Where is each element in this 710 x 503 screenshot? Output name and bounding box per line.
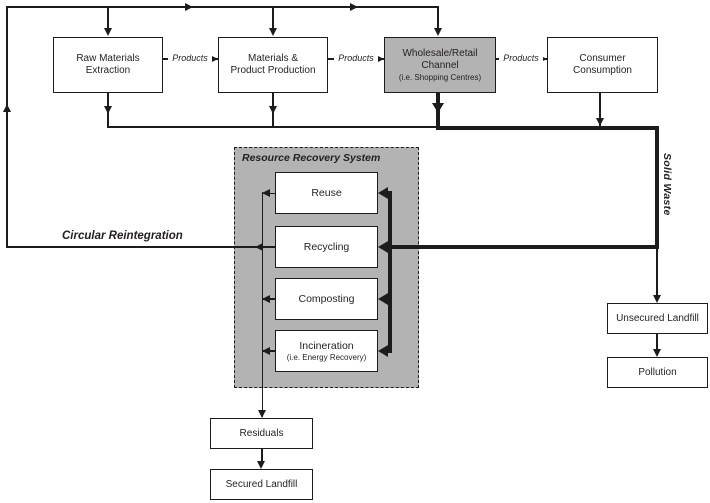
arrowhead-into-recycling [378,241,388,253]
node-raw-materials-extraction: Raw Materials Extraction [53,37,163,93]
arrowhead-into-pollution [653,349,661,357]
edge-top-to-wholesale [437,7,439,29]
circular-reintegration-label: Circular Reintegration [62,230,183,242]
node-label-line: Consumer [579,53,626,64]
node-label-subtitle: (i.e. Energy Recovery) [286,353,367,362]
node-recycling: Recycling [275,226,378,268]
arrowhead-composting-out [262,295,270,303]
edge-stub-reuse [386,191,392,195]
solid-waste-label: Solid Waste [661,153,673,216]
node-materials-product-production: Materials & Product Production [218,37,328,93]
arrowhead-products-3 [539,55,547,63]
arrowhead-products-1 [210,55,218,63]
edge-unsecured-to-pollution [656,334,658,351]
edge-to-unsecured-landfill [656,249,658,297]
node-reuse: Reuse [275,172,378,214]
products-label-3: Products [499,52,543,65]
node-secured-landfill: Secured Landfill [210,469,313,500]
edge-solid-waste-to-recovery [386,245,659,249]
edge-left-feedback [6,6,8,248]
edge-stub-composting [386,297,392,301]
edge-top-feedback [6,6,439,8]
edge-top-to-production [272,7,274,29]
arrowhead-into-residuals [258,410,266,418]
node-wholesale-retail-channel: Wholesale/Retail Channel (i.e. Shopping … [384,37,496,93]
edge-residuals-to-secured [261,449,263,463]
arrowhead-up-feedback [3,104,11,112]
arrowhead-incineration-out [262,347,270,355]
arrowhead-reuse-out [262,189,270,197]
node-label-line: Materials & [247,53,298,64]
edge-recovery-distributor [388,191,392,353]
arrowhead-into-composting [378,293,388,305]
node-label-line: Composting [298,293,355,305]
edge-solid-waste-horizontal [436,126,659,130]
node-label-line: Residuals [239,427,284,439]
resource-recovery-region-label: Resource Recovery System [242,152,381,164]
edge-waste-collect-horizontal [107,126,437,128]
node-label-line: Incineration [299,340,354,352]
arrowhead-products-2 [376,55,384,63]
node-label-line: Pollution [638,366,677,378]
edge-solid-waste-vertical [655,126,659,249]
node-label-line: Consumption [573,65,632,76]
arrowhead-right-top-1 [185,3,193,11]
arrowhead-into-reuse [378,187,388,199]
edge-consumer-waste [599,93,601,126]
node-pollution: Pollution [607,357,708,388]
node-label-subtitle: (i.e. Shopping Centres) [398,73,482,82]
node-label-line: Channel [421,60,459,71]
arrowhead-raw-materials-waste [104,106,112,114]
node-label-line: Recycling [303,241,350,253]
arrowhead-consumer-waste [596,118,604,126]
arrowhead-recycling-out [255,243,263,251]
node-incineration: Incineration (i.e. Energy Recovery) [275,330,378,372]
node-residuals: Residuals [210,418,313,449]
node-label-line: Wholesale/Retail [402,48,478,59]
products-label-2: Products [334,52,378,65]
arrowhead-into-unsecured-landfill [653,295,661,303]
arrowhead-wholesale-waste [432,103,444,113]
arrowhead-right-top-2 [350,3,358,11]
edge-residual-collector [261,192,264,417]
edge-top-to-raw-materials [107,7,109,29]
node-label-line: Secured Landfill [225,478,298,490]
arrowhead-into-secured-landfill [257,461,265,469]
node-label-line: Raw Materials [76,53,140,64]
products-label-1: Products [168,52,212,65]
edge-circular-reintegration [6,246,275,248]
arrowhead-into-production [269,28,277,36]
arrowhead-into-incineration [378,345,388,357]
edge-stub-incineration [386,349,392,353]
node-consumer-consumption: Consumer Consumption [547,37,658,93]
arrowhead-into-raw-materials [104,28,112,36]
arrowhead-production-waste [269,106,277,114]
arrowhead-into-wholesale [434,28,442,36]
node-unsecured-landfill: Unsecured Landfill [607,303,708,334]
node-label-line: Reuse [311,187,342,199]
node-composting: Composting [275,278,378,320]
node-label-line: Unsecured Landfill [616,312,699,324]
node-label-line: Product Production [230,65,316,76]
node-label-line: Extraction [85,65,131,76]
